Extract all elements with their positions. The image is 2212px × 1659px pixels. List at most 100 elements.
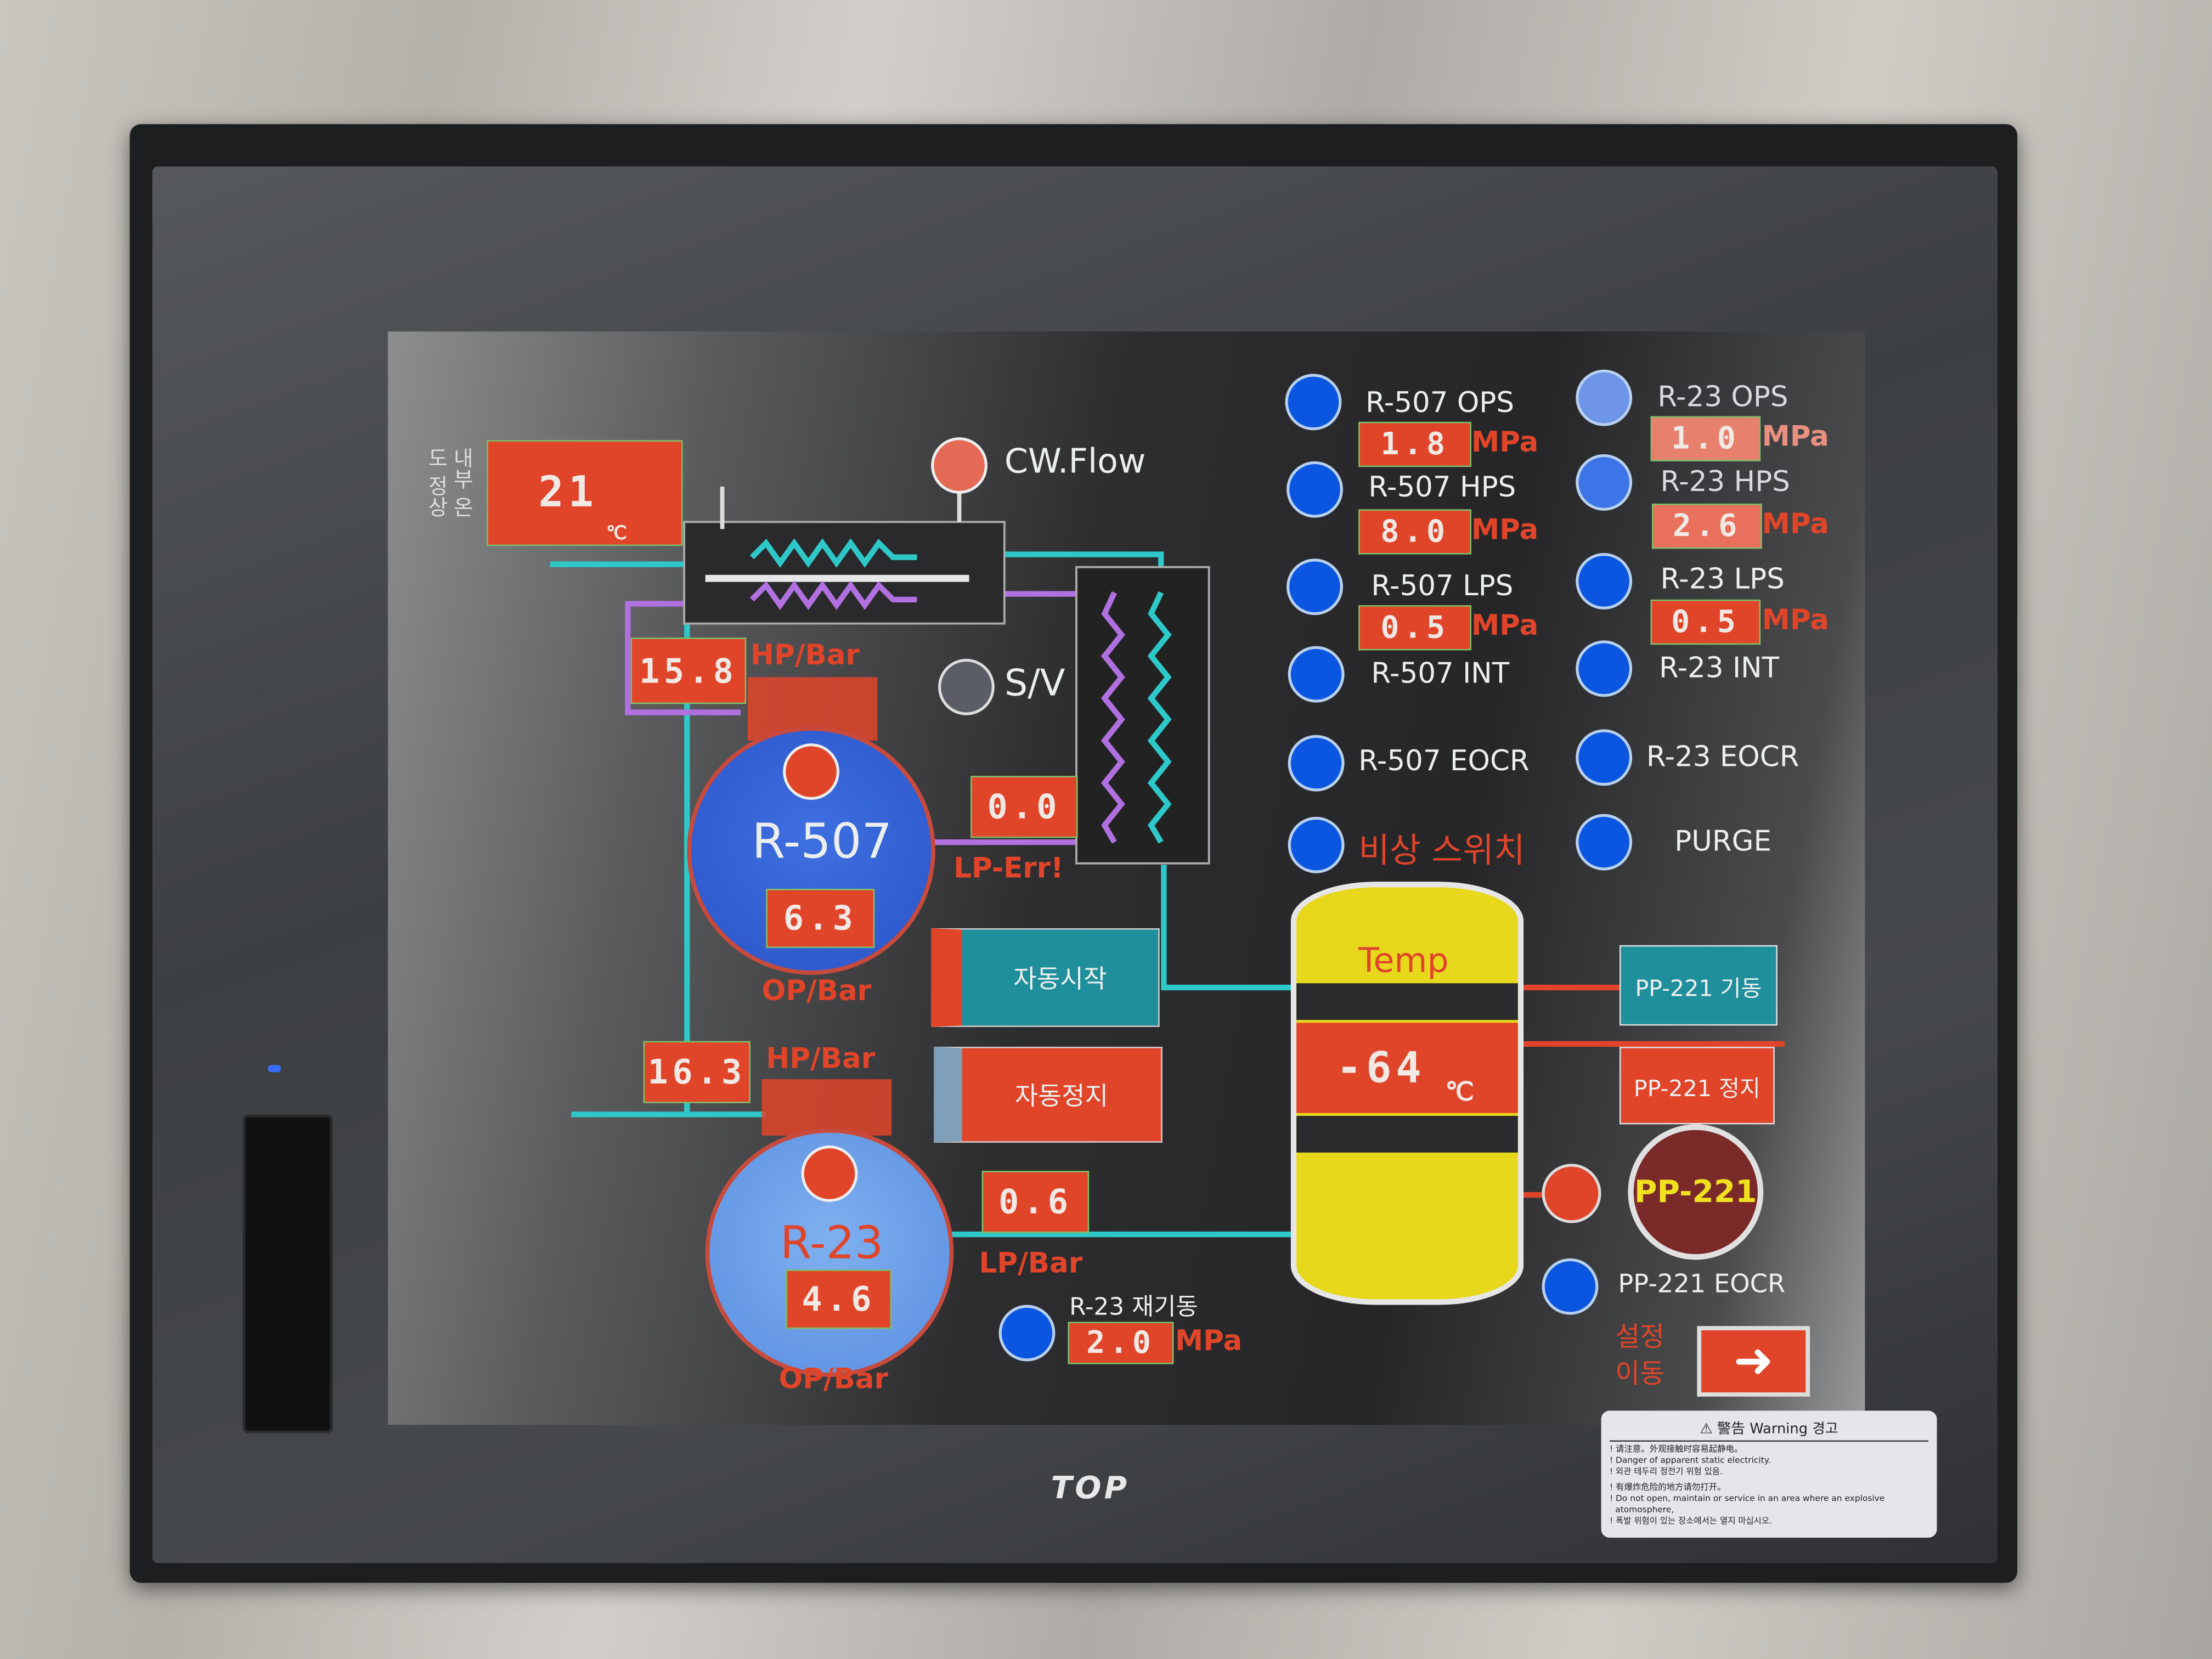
r23-discharge <box>761 1079 892 1136</box>
warning-line: ! Danger of apparent static electricity. <box>1609 1455 1771 1466</box>
pp221-start-label: PP-221 기동 <box>1635 974 1762 1001</box>
purge-label: PURGE <box>1674 823 1771 858</box>
r23-lps-display: 0.5 <box>1650 599 1761 645</box>
r23-hp-display: 16.3 <box>643 1041 751 1103</box>
warning-line: ! Do not open, maintain or service in an… <box>1609 1494 1885 1504</box>
internal-temp-unit: ℃ <box>606 523 631 545</box>
r507-hp-label: HP/Bar <box>750 637 860 672</box>
r23-lp-display: 0.6 <box>981 1171 1090 1233</box>
pp221-stop-button[interactable]: PP-221 정지 <box>1619 1046 1775 1125</box>
emergency-switch-lamp <box>1288 816 1345 873</box>
r23-restart-label: R-23 재기동 <box>1069 1293 1198 1322</box>
pp221-pump: PP-221 <box>1628 1124 1764 1260</box>
pp221-name: PP-221 <box>1634 1174 1757 1210</box>
r507-ops-lamp <box>1285 374 1342 431</box>
pp221-run-lamp <box>1542 1164 1601 1223</box>
r507-lp-error: LP-Err! <box>953 850 1064 885</box>
tank-temp-unit: ℃ <box>1445 1077 1479 1108</box>
hx-coil-cyan <box>749 538 917 568</box>
r507-hps-label: R-507 HPS <box>1368 470 1516 504</box>
pp221-stop-label: PP-221 정지 <box>1633 1074 1760 1101</box>
tank-temp-label: Temp <box>1358 941 1449 981</box>
r23-ops-display: 1.0 <box>1650 416 1761 461</box>
r23-op-label: OP/Bar <box>778 1361 888 1396</box>
power-led <box>268 1065 281 1073</box>
r23-restart-display: 2.0 <box>1068 1322 1174 1364</box>
r507-op-display: 6.3 <box>766 888 875 948</box>
evap-coil-cyan <box>1147 591 1172 844</box>
r23-hps-lamp <box>1576 454 1633 511</box>
r507-hp-display: 15.8 <box>630 637 747 704</box>
r507-eocr-label: R-507 EOCR <box>1358 743 1530 777</box>
r507-eocr-lamp <box>1288 735 1345 792</box>
r23-ops-unit: MPa <box>1762 419 1829 453</box>
cw-flow-label: CW.Flow <box>1004 441 1146 481</box>
r23-hps-display: 2.6 <box>1652 503 1762 549</box>
r23-restart-unit: MPa <box>1175 1323 1243 1357</box>
emergency-switch-label: 비상 스위치 <box>1358 831 1525 871</box>
piping-diagram <box>550 487 1785 1238</box>
r23-name: R-23 <box>780 1216 884 1270</box>
r23-ops-label: R-23 OPS <box>1657 379 1788 414</box>
r507-hps-lamp <box>1286 461 1343 518</box>
purple-pipe <box>625 601 741 715</box>
r23-int-lamp <box>1576 640 1633 697</box>
sv-label: S/V <box>1004 663 1065 706</box>
r507-hps-display: 8.0 <box>1358 509 1471 555</box>
r507-lps-display: 0.5 <box>1358 605 1471 651</box>
pp221-eocr-label: PP-221 EOCR <box>1618 1269 1786 1300</box>
usb-door[interactable] <box>242 1114 333 1434</box>
internal-temp-value: 21 <box>538 468 598 518</box>
cyan-pipe-coil-down <box>1161 865 1327 991</box>
auto-start-button[interactable]: 자동시작 <box>931 928 1160 1027</box>
evaporator-box <box>1075 566 1210 865</box>
r23-lps-label: R-23 LPS <box>1660 561 1785 596</box>
r507-op-label: OP/Bar <box>761 973 872 1007</box>
settings-nav-button[interactable]: ➜ <box>1697 1326 1810 1397</box>
tank-band-bottom <box>1296 1115 1518 1153</box>
r507-name: R-507 <box>752 814 893 871</box>
cyan-pipe-hx-right <box>1004 551 1164 572</box>
r507-lps-lamp <box>1286 558 1343 616</box>
arrow-right-icon: ➜ <box>1733 1333 1774 1390</box>
hx-coil-purple <box>749 580 917 610</box>
pp221-eocr-lamp <box>1542 1258 1599 1315</box>
r507-ops-label: R-507 OPS <box>1365 385 1514 419</box>
r23-run-lamp <box>801 1145 858 1202</box>
auto-stop-button[interactable]: 자동정지 <box>934 1046 1163 1143</box>
warning-label: ⚠ 警告 Warning 경고 ! 请注意。外观接触时容易起静电。 ! Dang… <box>1601 1410 1937 1538</box>
r23-lps-unit: MPa <box>1762 602 1829 636</box>
warning-line: ! 폭발 위험이 있는 장소에서는 열지 마십시오. <box>1609 1516 1772 1527</box>
r507-lps-label: R-507 LPS <box>1371 568 1514 602</box>
heat-exchanger <box>683 521 1006 625</box>
pp221-start-button[interactable]: PP-221 기동 <box>1619 945 1778 1026</box>
cw-flow-lamp <box>931 437 988 494</box>
r507-hps-unit: MPa <box>1471 512 1539 546</box>
r507-int-lamp <box>1288 646 1345 703</box>
settings-nav-label: 설정 이동 <box>1615 1322 1665 1390</box>
r23-eocr-label: R-23 EOCR <box>1646 739 1799 774</box>
tank-temp-display: -64 ℃ <box>1296 1023 1518 1113</box>
r23-eocr-lamp <box>1576 729 1633 786</box>
r23-restart-lamp <box>998 1305 1056 1362</box>
evap-coil-purple <box>1101 591 1125 844</box>
internal-temp-display: 21 ℃ <box>487 440 683 546</box>
r23-lp-label: LP/Bar <box>979 1245 1083 1280</box>
r507-run-lamp <box>783 743 839 800</box>
r23-hp-label: HP/Bar <box>766 1041 876 1075</box>
r507-ops-display: 1.8 <box>1358 421 1471 467</box>
hmi-screen: 내부 온도 정상 21 ℃ CW.Flow S/V 15.8 HP/Bar R-… <box>388 331 1865 1425</box>
purge-lamp <box>1576 814 1633 871</box>
warning-line: atomosphere, <box>1615 1505 1674 1515</box>
r507-lps-unit: MPa <box>1471 608 1539 642</box>
warning-line: ! 외관 테두리 정전기 위험 있음. <box>1609 1467 1723 1477</box>
sv-lamp <box>938 658 995 715</box>
internal-temp-label: 내부 온도 정상 <box>424 447 476 518</box>
brand-logo: TOP <box>1051 1471 1130 1507</box>
warning-line: ! 请注意。外观接触时容易起静电。 <box>1609 1444 1743 1455</box>
auto-start-label: 자동시작 <box>1013 964 1107 995</box>
r23-int-label: R-23 INT <box>1658 650 1780 685</box>
r23-ops-lamp <box>1576 369 1633 426</box>
r507-int-label: R-507 INT <box>1371 656 1510 690</box>
